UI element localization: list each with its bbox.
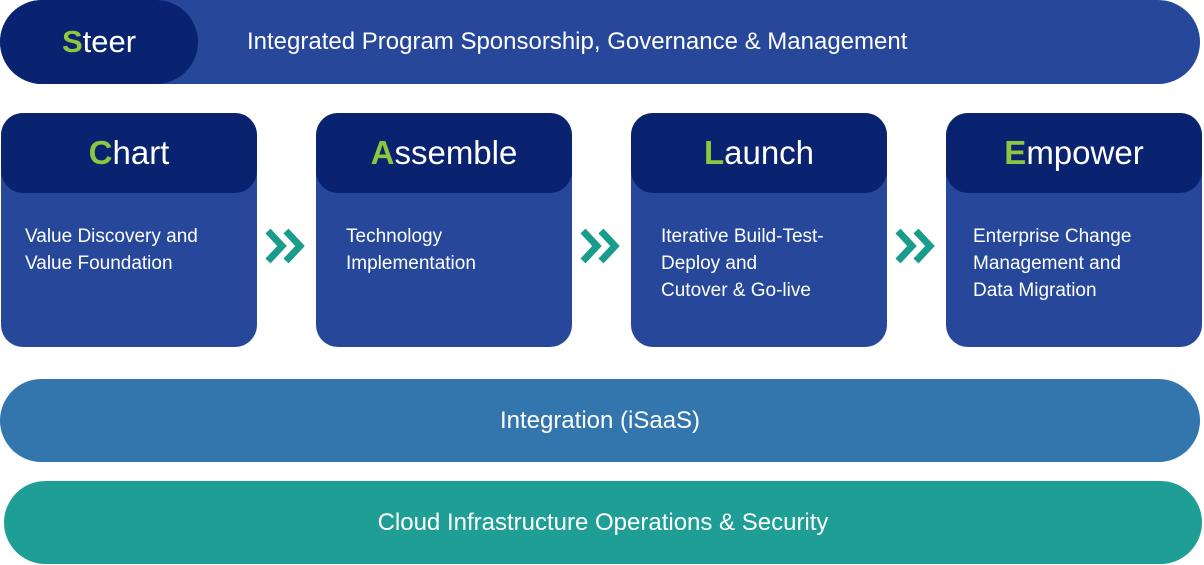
phase-rest: aunch — [724, 134, 815, 171]
phase-rest: hart — [112, 134, 170, 171]
steer-rest: teer — [82, 24, 137, 59]
phase-initial: E — [1004, 134, 1027, 171]
double-chevron-right-icon — [895, 228, 935, 264]
phase-initial: A — [370, 134, 395, 171]
cloud-label: Cloud Infrastructure Operations & Securi… — [377, 508, 829, 536]
integration-bar: Integration (iSaaS) — [0, 379, 1200, 462]
phase-description-assemble: Technology Implementation — [346, 226, 476, 274]
phase-rest: ssemble — [394, 134, 518, 171]
phase-description-launch: Iterative Build-Test- Deploy and Cutover… — [661, 226, 824, 301]
phase-description-empower: Enterprise Change Management and Data Mi… — [973, 226, 1132, 301]
integration-label: Integration (iSaaS) — [499, 406, 701, 434]
cloud-infrastructure-bar: Cloud Infrastructure Operations & Securi… — [4, 481, 1202, 564]
phase-initial: L — [703, 134, 725, 171]
phase-initial: C — [88, 134, 113, 171]
steer-description: Integrated Program Sponsorship, Governan… — [247, 28, 908, 55]
phase-description-chart: Value Discovery and Value Foundation — [25, 226, 198, 274]
phase-rest: mpower — [1026, 134, 1144, 171]
steer-initial: S — [61, 24, 83, 59]
double-chevron-right-icon — [580, 228, 620, 264]
double-chevron-right-icon — [265, 228, 305, 264]
